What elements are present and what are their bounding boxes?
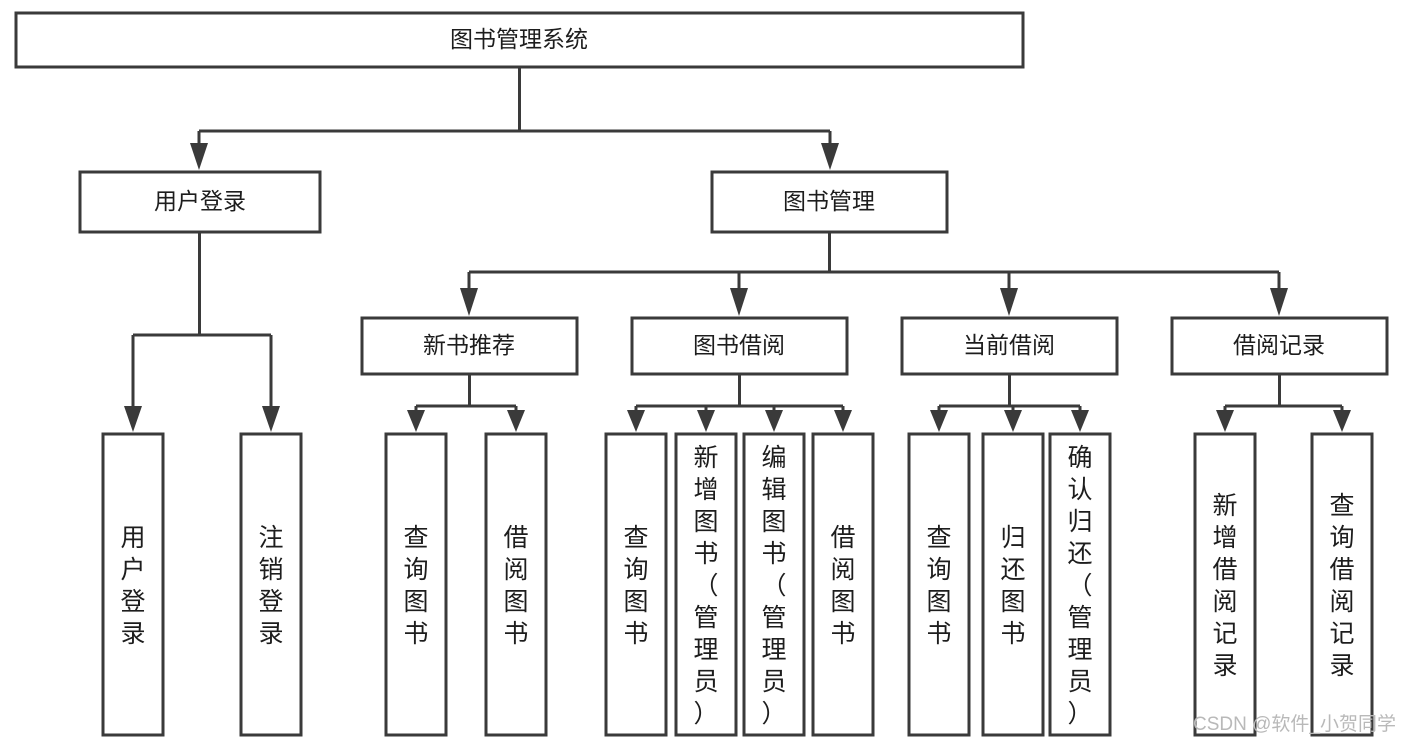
arrowhead-leaf-edit-book bbox=[765, 410, 783, 432]
node-book-management-label: 图书管理 bbox=[783, 188, 875, 214]
node-leaf-user-login-label: 用户登录 bbox=[120, 524, 145, 648]
node-leaf-confirm-return-label: 确认归还（管理员） bbox=[1067, 444, 1092, 728]
node-leaf-borrow-book-rec-box[interactable] bbox=[484, 432, 548, 737]
node-book-borrow-box[interactable] bbox=[630, 316, 849, 376]
node-leaf-confirm-return-box[interactable] bbox=[1048, 432, 1112, 737]
node-leaf-borrow-book-rec[interactable]: 借阅图书 bbox=[484, 432, 548, 737]
node-leaf-user-login[interactable]: 用户登录 bbox=[101, 432, 165, 737]
node-root[interactable]: 图书管理系统 bbox=[14, 11, 1025, 69]
node-leaf-borrow-book-label: 借阅图书 bbox=[830, 524, 855, 648]
node-borrow-records[interactable]: 借阅记录 bbox=[1170, 316, 1389, 376]
node-new-book-recommend-label: 新书推荐 bbox=[423, 332, 515, 358]
arrowhead-book-borrow bbox=[730, 288, 748, 316]
node-leaf-query-book-borrow[interactable]: 查询图书 bbox=[604, 432, 668, 737]
leaf-node-layer: 用户登录 注销登录 查询图书 借阅图书 查询图书 新增图书（管理员） 编辑图书（管理员） 借阅… bbox=[101, 432, 1374, 737]
node-leaf-query-book-rec-label: 查询图书 bbox=[403, 524, 428, 648]
node-leaf-edit-book-label: 编辑图书（管理员） bbox=[761, 444, 786, 728]
arrowhead-leaf-add-book bbox=[697, 410, 715, 432]
node-new-book-recommend-box[interactable] bbox=[360, 316, 579, 376]
node-root-box[interactable] bbox=[14, 11, 1025, 69]
arrowhead-leaf-logout bbox=[262, 406, 280, 432]
arrowhead-new-book-recommend bbox=[460, 288, 478, 316]
arrowhead-leaf-add-record bbox=[1216, 410, 1234, 432]
node-leaf-edit-book[interactable]: 编辑图书（管理员） bbox=[742, 432, 806, 737]
arrowhead-leaf-query-record bbox=[1333, 410, 1351, 432]
arrowhead-leaf-query-book-current bbox=[930, 410, 948, 432]
arrowhead-leaf-return-book bbox=[1004, 410, 1022, 432]
node-leaf-query-book-rec[interactable]: 查询图书 bbox=[384, 432, 448, 737]
node-leaf-query-record-box[interactable] bbox=[1310, 432, 1374, 737]
node-leaf-borrow-book-box[interactable] bbox=[811, 432, 875, 737]
node-leaf-confirm-return[interactable]: 确认归还（管理员） bbox=[1048, 432, 1112, 737]
node-current-borrow[interactable]: 当前借阅 bbox=[900, 316, 1119, 376]
node-leaf-add-book[interactable]: 新增图书（管理员） bbox=[674, 432, 738, 737]
arrowhead-leaf-borrow-book-rec bbox=[507, 410, 525, 432]
node-book-borrow[interactable]: 图书借阅 bbox=[630, 316, 849, 376]
node-leaf-add-book-box[interactable] bbox=[674, 432, 738, 737]
node-book-management-box[interactable] bbox=[710, 170, 949, 234]
node-leaf-return-book-box[interactable] bbox=[981, 432, 1045, 737]
node-borrow-records-label: 借阅记录 bbox=[1233, 332, 1325, 358]
node-leaf-query-record-label: 查询借阅记录 bbox=[1329, 492, 1354, 680]
node-leaf-user-login-box[interactable] bbox=[101, 432, 165, 737]
arrowhead-book-management bbox=[821, 143, 839, 170]
watermark-label: CSDN @软件_小贺同学 bbox=[1193, 713, 1396, 735]
node-leaf-logout[interactable]: 注销登录 bbox=[239, 432, 303, 737]
node-leaf-query-book-rec-box[interactable] bbox=[384, 432, 448, 737]
arrowhead-leaf-user-login bbox=[124, 406, 142, 432]
node-leaf-query-book-borrow-box[interactable] bbox=[604, 432, 668, 737]
node-leaf-query-book-current-box[interactable] bbox=[907, 432, 971, 737]
node-leaf-add-book-label: 新增图书（管理员） bbox=[693, 444, 718, 728]
node-leaf-borrow-book[interactable]: 借阅图书 bbox=[811, 432, 875, 737]
node-leaf-query-book-current-label: 查询图书 bbox=[926, 524, 951, 648]
node-new-book-recommend[interactable]: 新书推荐 bbox=[360, 316, 579, 376]
node-leaf-logout-label: 注销登录 bbox=[258, 524, 283, 648]
node-leaf-return-book-label: 归还图书 bbox=[1000, 524, 1025, 648]
node-leaf-logout-box[interactable] bbox=[239, 432, 303, 737]
node-user-login[interactable]: 用户登录 bbox=[78, 170, 322, 234]
arrowhead-leaf-borrow-book bbox=[834, 410, 852, 432]
node-leaf-add-record-label: 新增借阅记录 bbox=[1212, 492, 1237, 680]
connector-layer bbox=[124, 67, 1351, 432]
node-leaf-query-record[interactable]: 查询借阅记录 bbox=[1310, 432, 1374, 737]
node-leaf-edit-book-box[interactable] bbox=[742, 432, 806, 737]
arrowhead-borrow-records bbox=[1270, 288, 1288, 316]
arrowhead-leaf-query-book-borrow bbox=[627, 410, 645, 432]
node-leaf-borrow-book-rec-label: 借阅图书 bbox=[503, 524, 528, 648]
node-user-login-label: 用户登录 bbox=[154, 188, 246, 214]
node-user-login-box[interactable] bbox=[78, 170, 322, 234]
arrowhead-user-login bbox=[190, 143, 208, 170]
node-leaf-query-book-current[interactable]: 查询图书 bbox=[907, 432, 971, 737]
arrowhead-leaf-query-book-rec bbox=[407, 410, 425, 432]
node-leaf-query-book-borrow-label: 查询图书 bbox=[623, 524, 648, 648]
arrowhead-current-borrow bbox=[1000, 288, 1018, 316]
node-book-borrow-label: 图书借阅 bbox=[693, 332, 785, 358]
arrowhead-leaf-confirm-return bbox=[1071, 410, 1089, 432]
node-book-management[interactable]: 图书管理 bbox=[710, 170, 949, 234]
node-leaf-add-record-box[interactable] bbox=[1193, 432, 1257, 737]
node-leaf-return-book[interactable]: 归还图书 bbox=[981, 432, 1045, 737]
node-borrow-records-box[interactable] bbox=[1170, 316, 1389, 376]
node-root-label: 图书管理系统 bbox=[450, 26, 588, 52]
node-current-borrow-label: 当前借阅 bbox=[963, 332, 1055, 358]
node-current-borrow-box[interactable] bbox=[900, 316, 1119, 376]
node-leaf-add-record[interactable]: 新增借阅记录 bbox=[1193, 432, 1257, 737]
